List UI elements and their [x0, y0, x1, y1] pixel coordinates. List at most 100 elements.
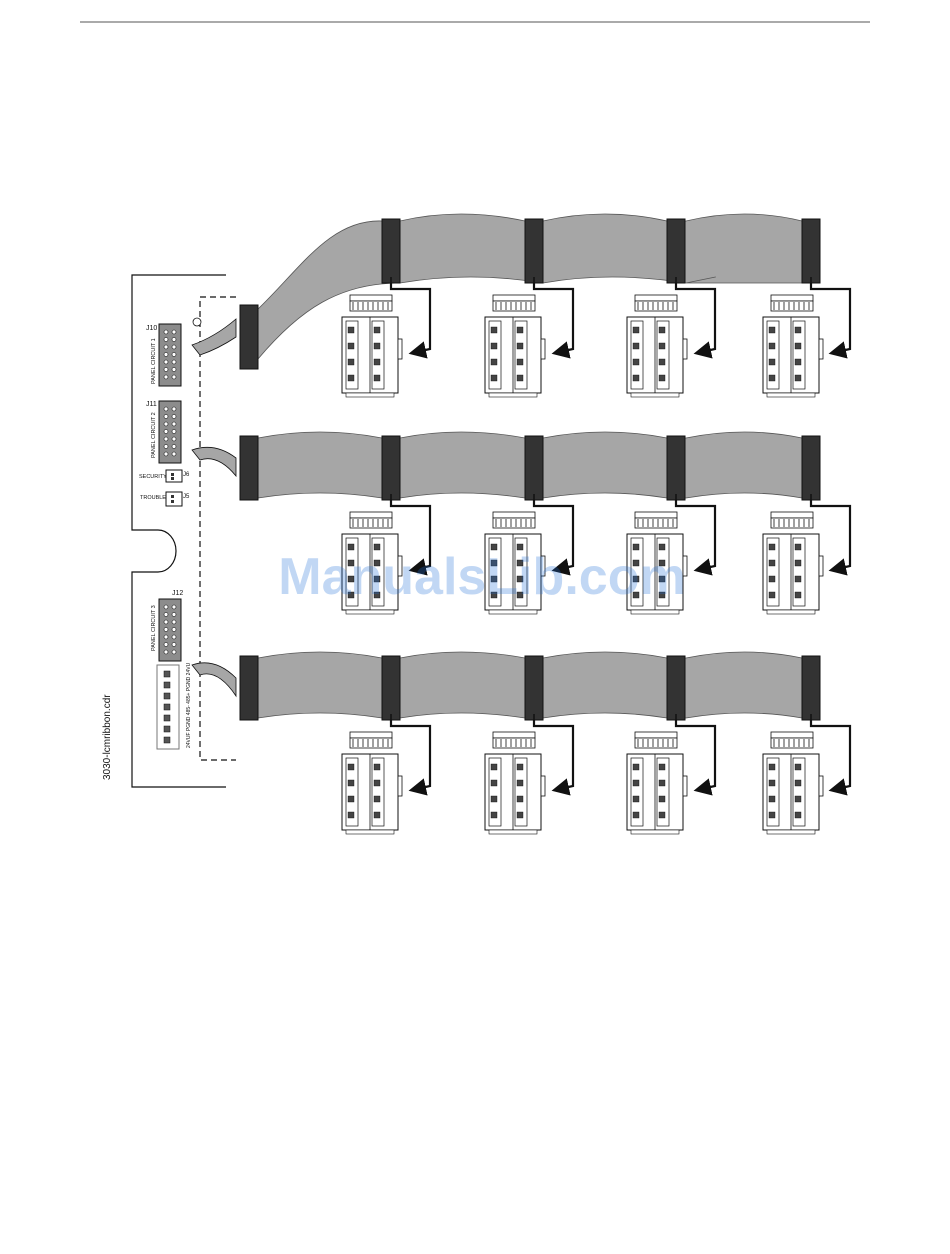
module-switch: [348, 796, 354, 802]
module-switch: [633, 764, 639, 770]
connector-pin: [172, 643, 176, 647]
connector-pin: [172, 360, 176, 364]
connector-pin: [172, 422, 176, 426]
module-base: [767, 610, 815, 614]
mounting-hole: [193, 318, 201, 326]
connector-pin: [172, 628, 176, 632]
module-switch: [491, 780, 497, 786]
connector-header: [159, 401, 181, 463]
jumper-trouble: TROUBLE J5: [140, 492, 190, 506]
connector-header: [159, 324, 181, 386]
module-top-strip: [771, 295, 813, 301]
jumper-block: [166, 492, 182, 506]
module-switch: [348, 812, 354, 818]
connector-pin: [164, 353, 168, 357]
module-header: [350, 301, 392, 311]
module-top-strip: [635, 295, 677, 301]
terminal-screw: [164, 671, 170, 677]
module-side-tab: [541, 339, 545, 359]
module-switch: [769, 576, 775, 582]
connector-pin: [172, 330, 176, 334]
module-switch: [769, 780, 775, 786]
module-switch: [795, 343, 801, 349]
module-switch: [374, 327, 380, 333]
module-top-strip: [635, 732, 677, 738]
jumper-id: J6: [183, 472, 190, 478]
connector-pin: [164, 620, 168, 624]
module-base: [767, 830, 815, 834]
module-switch: [491, 375, 497, 381]
module-side-tab: [819, 776, 823, 796]
connector-j10: J10 PANEL CIRCUIT 1: [146, 324, 181, 386]
connector-pin: [172, 635, 176, 639]
module-switch: [659, 375, 665, 381]
module-switch: [633, 343, 639, 349]
module-base: [631, 610, 679, 614]
ribbon-module-connector: [667, 219, 685, 283]
module-switch: [517, 375, 523, 381]
module-switch: [795, 796, 801, 802]
module-header: [771, 301, 813, 311]
module-side-tab: [683, 339, 687, 359]
jumper-label: TROUBLE: [140, 495, 166, 501]
module-switch: [517, 343, 523, 349]
module-side-tab: [398, 339, 402, 359]
module-top-strip: [771, 732, 813, 738]
module-switch: [517, 796, 523, 802]
module-base: [346, 393, 394, 397]
module-header: [350, 518, 392, 528]
module-side-tab: [398, 776, 402, 796]
connector-pin: [164, 338, 168, 342]
module-base: [489, 830, 537, 834]
module-base: [631, 393, 679, 397]
connector-pin: [164, 407, 168, 411]
module-header: [493, 518, 535, 528]
module-switch: [348, 327, 354, 333]
connector-header: [159, 599, 181, 661]
connector-pin: [164, 368, 168, 372]
module-base: [489, 610, 537, 614]
connector-pin: [172, 613, 176, 617]
jumper-pin: [171, 473, 174, 476]
ribbon-module-connector: [382, 219, 400, 283]
connector-pin: [164, 330, 168, 334]
module-switch: [374, 812, 380, 818]
terminal-label: 24VUF PGND 485- 485+ PGND 24VU: [186, 662, 192, 748]
module-switch: [769, 560, 775, 566]
module-header: [771, 518, 813, 528]
module-switch: [348, 780, 354, 786]
connector-pin: [172, 375, 176, 379]
module-top-strip: [350, 295, 392, 301]
module-side-tab: [819, 339, 823, 359]
module-switch: [769, 764, 775, 770]
connector-pin: [164, 375, 168, 379]
module-switch: [374, 359, 380, 365]
connector-pin: [164, 445, 168, 449]
connector-pin: [164, 345, 168, 349]
module-switch: [659, 764, 665, 770]
connector-pin: [164, 635, 168, 639]
module-switch: [517, 359, 523, 365]
module-switch: [374, 343, 380, 349]
connector-pin: [172, 620, 176, 624]
ribbon-module-connector: [802, 436, 820, 500]
module-switch: [769, 327, 775, 333]
ribbon-module-connector: [667, 436, 685, 500]
module-switch: [633, 375, 639, 381]
terminal-screw: [164, 682, 170, 688]
module-top-strip: [493, 512, 535, 518]
connector-pin: [172, 445, 176, 449]
module-header: [350, 738, 392, 748]
module-switch: [348, 764, 354, 770]
terminal-screw: [164, 715, 170, 721]
connector-pin: [172, 353, 176, 357]
module-switch: [659, 343, 665, 349]
module-switch: [517, 812, 523, 818]
jumper-security: SECURITY J6: [139, 470, 190, 482]
connector-pin: [164, 628, 168, 632]
ribbon-panel-connector: [240, 656, 258, 720]
module-switch: [795, 780, 801, 786]
module-top-strip: [771, 512, 813, 518]
ribbon-module-connector: [525, 219, 543, 283]
module-header: [771, 738, 813, 748]
